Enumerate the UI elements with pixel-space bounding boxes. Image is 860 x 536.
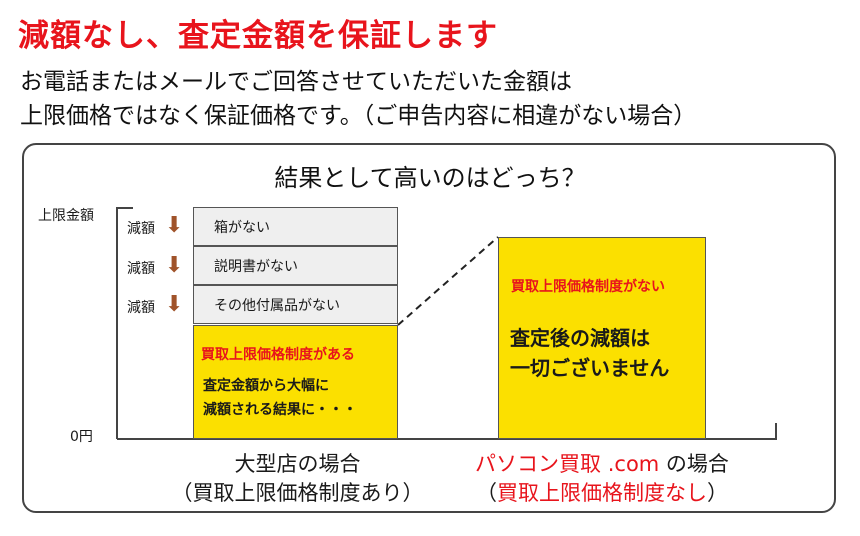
right-caption-2: （買取上限価格制度なし） [452, 477, 752, 507]
deduction-text-2: 説明書がない [214, 258, 298, 275]
right-body-line-2: 一切ございません [510, 356, 670, 380]
left-body-line-1: 査定金額から大幅に [203, 378, 329, 394]
left-caption-1: 大型店の場合 [234, 452, 361, 476]
right-caption-suffix: の場合 [659, 452, 729, 476]
headline: 減額なし、査定金額を保証します [18, 18, 498, 54]
panel-title: 結果として高いのはどっち？ [274, 164, 586, 192]
deduction-box-3: その他付属品がない [193, 285, 398, 324]
comparison-panel [22, 143, 836, 513]
left-red-label: 買取上限価格制度がある [201, 347, 355, 363]
right-caption-1: パソコン買取 .com の場合 [452, 448, 752, 478]
paren-close: ） [707, 481, 728, 505]
deduction-text-1: 箱がない [214, 219, 270, 236]
down-arrow-icon: ⬇ [165, 213, 184, 238]
y-axis-zero-label: 0円 [70, 429, 93, 445]
y-axis-top-label: 上限金額 [38, 208, 94, 224]
subline-1: お電話またはメールでご回答させていただいた金額は [20, 69, 572, 95]
paren-open: （ [476, 481, 497, 505]
right-body-line-1: 査定後の減額は [510, 326, 650, 350]
down-arrow-icon: ⬇ [165, 292, 184, 317]
deduction-box-1: 箱がない [193, 207, 398, 246]
deduction-text-3: その他付属品がない [214, 297, 340, 314]
reduce-label-1: 減額 [127, 221, 155, 237]
left-caption-2: （買取上限価格制度あり） [171, 481, 424, 505]
down-arrow-icon: ⬇ [165, 253, 184, 278]
left-result-box [193, 325, 398, 439]
right-caption-site: パソコン買取 .com [475, 452, 660, 476]
left-body-line-2: 減額される結果に・・・ [203, 402, 357, 418]
reduce-label-3: 減額 [127, 300, 155, 316]
dashed-connector [397, 236, 499, 326]
baseline [117, 423, 777, 440]
subline-2: 上限価格ではなく保証価格です。（ご申告内容に相違がない場合） [20, 103, 697, 129]
right-result-box [498, 237, 706, 439]
deduction-box-2: 説明書がない [193, 246, 398, 285]
right-caption-note: 買取上限価格制度なし [497, 481, 707, 505]
y-axis-line [116, 207, 133, 439]
right-red-label: 買取上限価格制度がない [511, 279, 665, 295]
reduce-label-2: 減額 [127, 261, 155, 277]
